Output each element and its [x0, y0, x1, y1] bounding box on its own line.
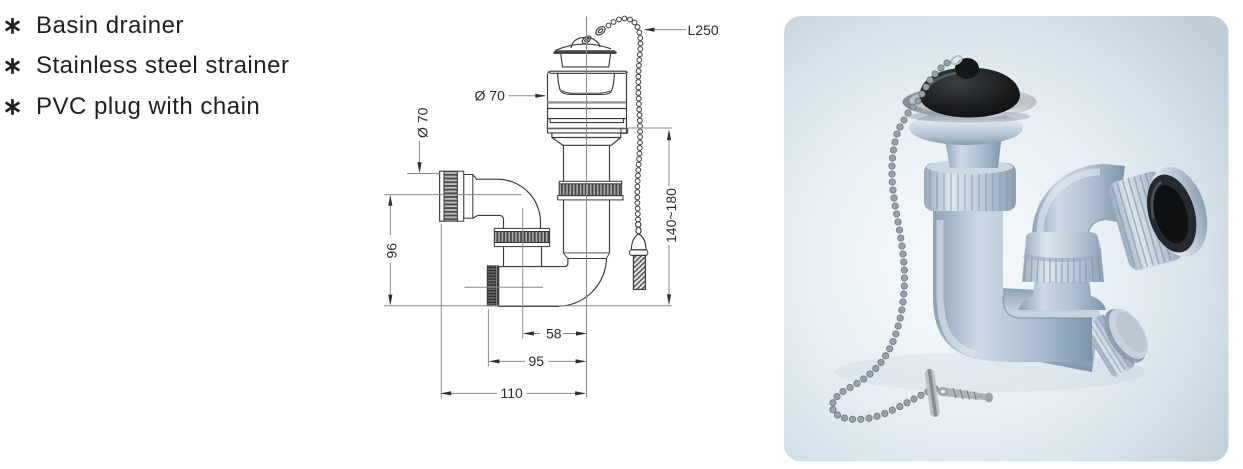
- svg-text:140~180: 140~180: [663, 188, 679, 243]
- svg-text:95: 95: [529, 353, 545, 369]
- svg-text:110: 110: [501, 385, 524, 401]
- svg-text:Ø 70: Ø 70: [475, 87, 506, 103]
- svg-text:Ø 70: Ø 70: [415, 107, 431, 138]
- svg-text:58: 58: [546, 325, 562, 341]
- svg-text:L250: L250: [688, 22, 719, 38]
- svg-text:96: 96: [384, 243, 400, 259]
